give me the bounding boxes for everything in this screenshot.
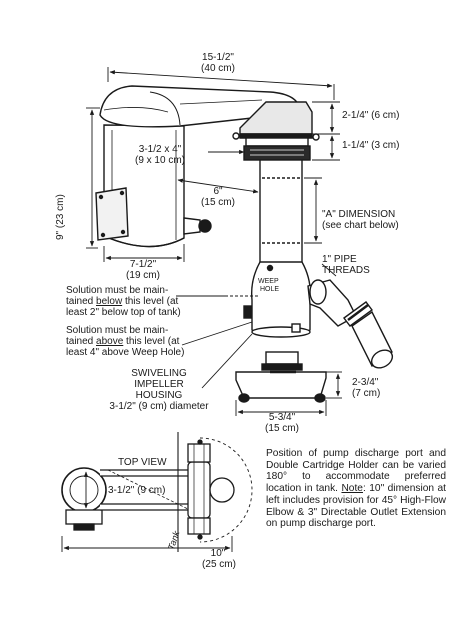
solution-above-line-2: tained above this level (at <box>66 336 179 348</box>
outlet-head <box>232 101 320 161</box>
pipe-threads-label-1: 1" PIPE <box>322 254 357 265</box>
solution-below-post: this level (at <box>122 296 179 307</box>
position-note-note-label: Note <box>341 483 363 495</box>
solution-above-underlined: above <box>96 336 124 347</box>
base-width-label: 5-3/4" <box>268 412 296 423</box>
motor-offset-cm-label: (15 cm) <box>201 197 235 208</box>
motor-width-cm-label: (19 cm) <box>126 270 160 281</box>
top-view-title: TOP VIEW <box>118 457 167 468</box>
height-label: 9" (23 cm) <box>55 194 66 240</box>
solution-above-line-3: least 4" above Weep Hole) <box>66 347 185 358</box>
pipe-threads-label-2: THREADS <box>322 265 370 276</box>
position-note: Position of pump discharge port and Doub… <box>266 448 446 530</box>
a-dimension-sub-label: (see chart below) <box>322 220 399 231</box>
housing-label-1: SWIVELING <box>131 368 187 379</box>
a-dimension-label: "A" DIMENSION <box>322 209 396 220</box>
pump-head-arm <box>99 85 301 128</box>
outlet-size-label: 3-1/2 x 4" <box>138 144 182 155</box>
overall-width-cm-label: (40 cm) <box>201 63 235 74</box>
housing-label-2: IMPELLER <box>134 379 184 390</box>
top-view-drawing <box>61 432 253 552</box>
solution-below-pre: tained <box>66 296 97 307</box>
motor <box>95 124 212 248</box>
housing-label-3: HOUSING <box>135 390 183 401</box>
housing-label-4: 3-1/2" (9 cm) diameter <box>109 401 209 412</box>
top-view-offset-label: 3-1/2" (9 cm) <box>108 485 166 496</box>
base-height-label: 2-3/4" <box>352 377 379 388</box>
solution-above-post: this level (at <box>123 336 180 347</box>
impeller-housing <box>243 261 312 338</box>
top-view-span-cm-label: (25 cm) <box>202 559 236 570</box>
solution-below-underlined: below <box>96 296 123 307</box>
weep-hole-label-2: HOLE <box>260 286 280 293</box>
overall-width-label: 15-1/2" <box>202 52 234 63</box>
position-note-part-1: Position of pump discharge port and Doub… <box>266 448 446 495</box>
base-plate <box>235 351 327 403</box>
solution-below-line-1: Solution must be main- <box>66 285 169 296</box>
base-height-cm-label: (7 cm) <box>352 388 381 399</box>
outlet-size-cm-label: (9 x 10 cm) <box>134 155 185 166</box>
motor-width-label: 7-1/2" <box>129 259 157 270</box>
solution-above-pre: tained <box>66 336 97 347</box>
solution-below-line-3: least 2" below top of tank) <box>66 307 181 318</box>
motor-offset-label: 6" <box>213 186 223 197</box>
solution-above-line-1: Solution must be main- <box>66 325 169 336</box>
discharge-elbow <box>307 279 394 369</box>
dimension-lines <box>86 67 342 416</box>
base-width-cm-label: (15 cm) <box>265 423 299 434</box>
top-view-dimensions <box>61 471 233 552</box>
riser-pipe <box>259 160 303 262</box>
weep-hole-label-1: WEEP <box>258 278 279 285</box>
head-height-label: 2-1/4" (6 cm) <box>342 110 400 121</box>
head-offset-label: 1-1/4" (3 cm) <box>342 140 400 151</box>
solution-below-line-2: tained below this level (at <box>66 296 178 308</box>
top-view-span-label: 10" <box>210 548 226 559</box>
position-note-part-2: : 10" dimension at left includes provisi… <box>266 483 447 530</box>
